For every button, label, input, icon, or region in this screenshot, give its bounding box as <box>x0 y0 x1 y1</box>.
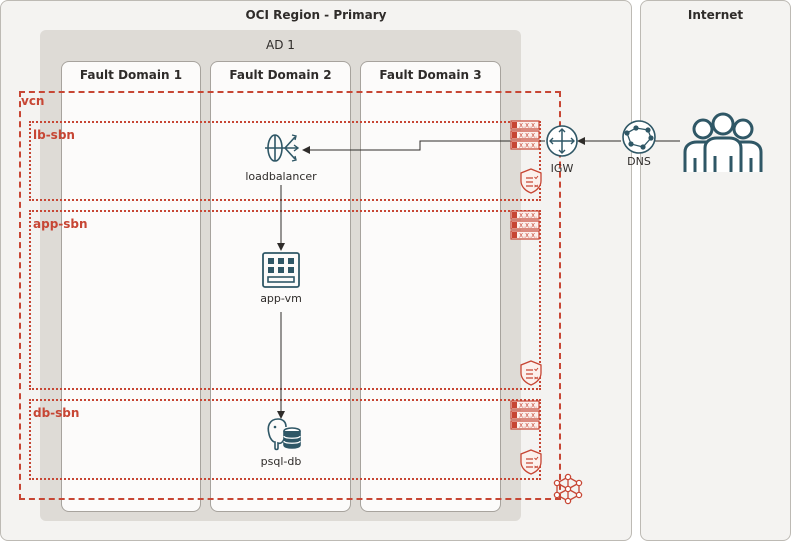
users-icon <box>683 112 763 172</box>
dns-icon <box>622 120 656 154</box>
security-list-icon <box>520 449 542 475</box>
dns-label: DNS <box>627 155 651 168</box>
route-table-entry: X.X.X. <box>519 123 537 130</box>
route-table-icon: X.X.X. X.X.X. X.X.X. <box>510 400 540 430</box>
vcn-label: vcn <box>21 94 45 108</box>
route-table-entry: X.X.X. <box>519 213 537 220</box>
internet-zone <box>640 0 791 541</box>
lb-subnet <box>29 121 541 201</box>
fault-domain-2-title: Fault Domain 2 <box>229 68 332 82</box>
security-list-icon <box>520 168 542 194</box>
security-list-icon <box>520 360 542 386</box>
psql-db-label: psql-db <box>260 455 302 468</box>
vm-icon <box>262 252 300 288</box>
db-subnet <box>29 399 541 480</box>
fault-domain-3 <box>360 61 501 512</box>
route-table-icon: X.X.X. X.X.X. X.X.X. <box>510 210 540 240</box>
route-table-icon: X.X.X. X.X.X. X.X.X. <box>510 120 540 150</box>
route-table-entry: X.X.X. <box>519 223 537 230</box>
vcn-boundary <box>19 91 561 500</box>
loadbalancer-label: loadbalancer <box>245 170 317 183</box>
route-table-entry: X.X.X. <box>519 233 537 240</box>
route-table-entry: X.X.X. <box>519 413 537 420</box>
connector-igw-to-loadbalancer <box>302 140 545 154</box>
ad-title: AD 1 <box>266 38 295 52</box>
internet-title: Internet <box>687 8 744 22</box>
route-table-entry: X.X.X. <box>519 133 537 140</box>
app-vm-label: app-vm <box>260 292 302 305</box>
lb-subnet-label: lb-sbn <box>33 128 75 142</box>
igw-label: IGW <box>550 162 574 175</box>
fault-domain-3-title: Fault Domain 3 <box>379 68 482 82</box>
fault-domain-1-title: Fault Domain 1 <box>79 68 183 82</box>
app-subnet <box>29 210 541 390</box>
route-table-entry: X.X.X. <box>519 423 537 430</box>
postgresql-db-icon <box>267 418 301 451</box>
internet-gateway-icon <box>546 125 578 157</box>
fault-domain-1 <box>61 61 201 512</box>
load-balancer-icon <box>265 134 300 162</box>
route-table-entry: X.X.X. <box>519 403 537 410</box>
route-table-entry: X.X.X. <box>519 143 537 150</box>
app-subnet-label: app-sbn <box>33 217 88 231</box>
vcn-icon <box>553 473 583 505</box>
db-subnet-label: db-sbn <box>33 406 80 420</box>
region-title: OCI Region - Primary <box>245 8 387 22</box>
